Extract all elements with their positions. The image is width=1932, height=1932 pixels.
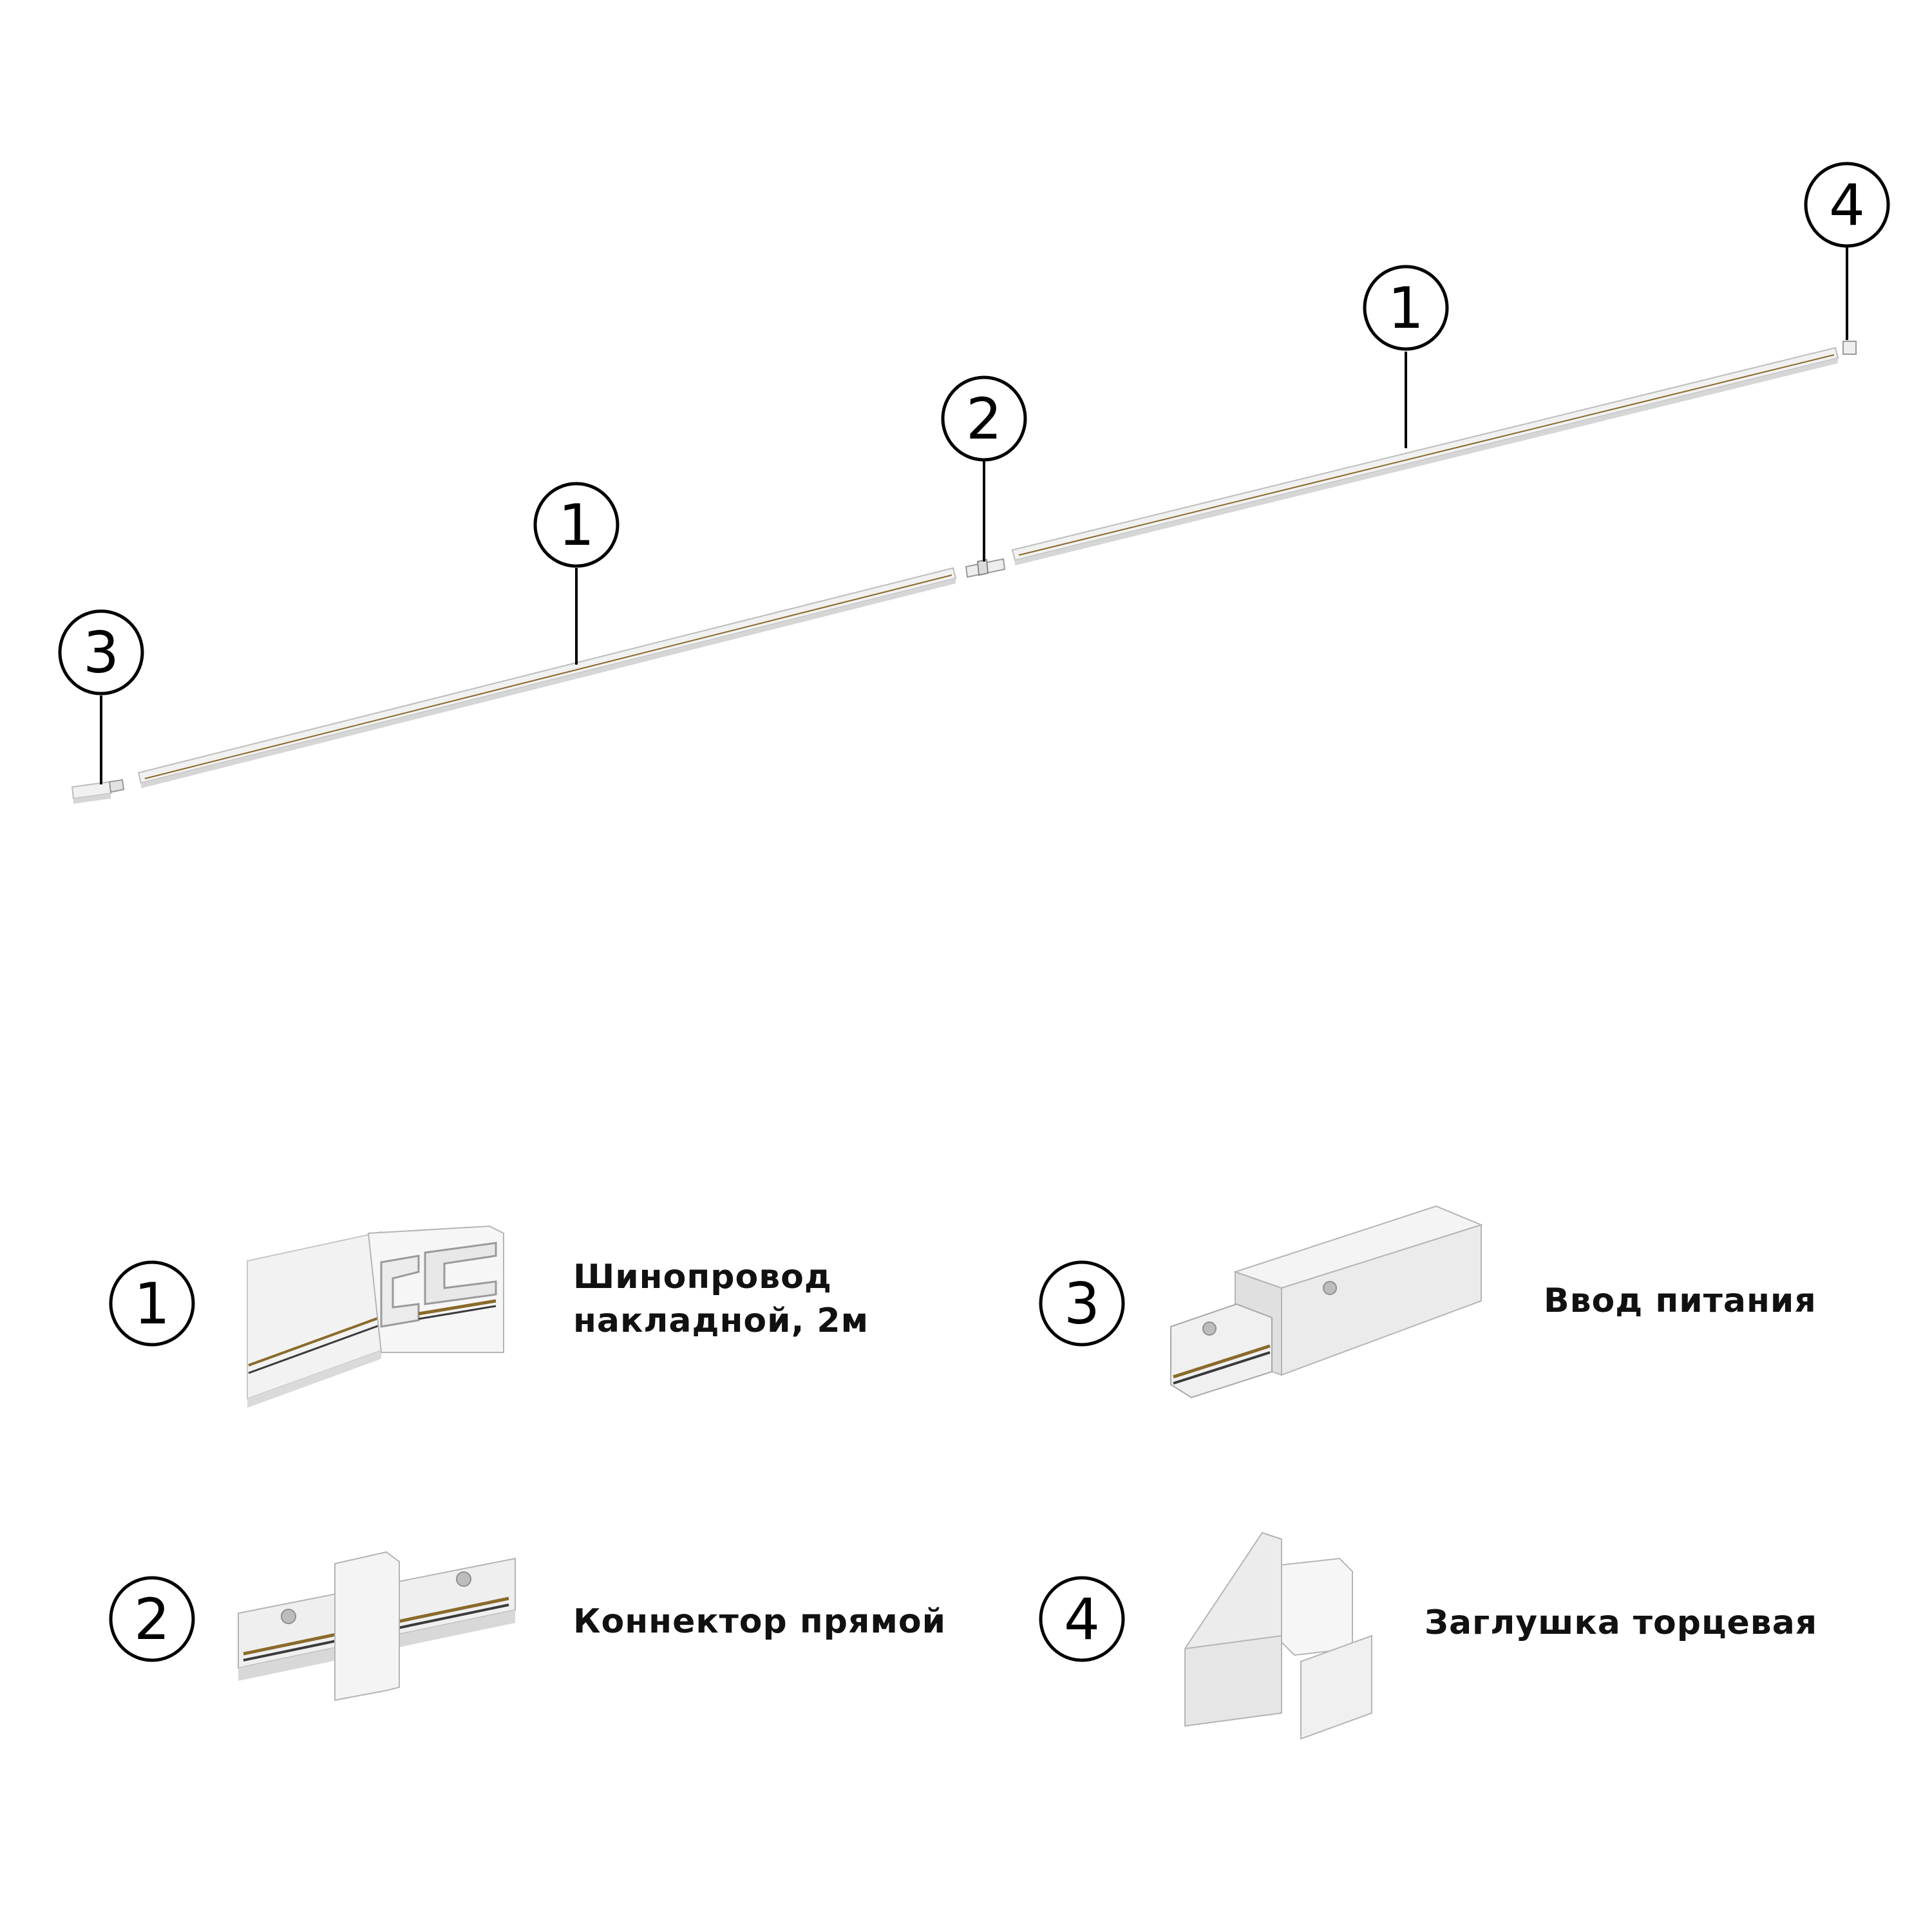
legend-4-number: 4	[1064, 1586, 1100, 1653]
callout-3-number: 3	[83, 620, 119, 686]
legend-item-2: 2	[109, 1551, 516, 1701]
rail-section-image	[247, 1225, 504, 1408]
legend-1-number: 1	[134, 1271, 170, 1337]
legend-item-4: 4	[1039, 1531, 1372, 1740]
callout-1-right-number: 1	[1388, 275, 1424, 341]
legend-item-1: 1	[109, 1225, 504, 1408]
power-feed-image	[1170, 1205, 1483, 1399]
assembly-end-cap	[1842, 341, 1857, 355]
legend-1-label: Шинопровод накладной, 2м	[573, 1256, 869, 1343]
assembly-rail-left	[137, 567, 957, 788]
assembly-connector	[965, 558, 1006, 578]
legend-4-label-line1: Заглушка торцевая	[1425, 1604, 1818, 1642]
legend-3-label: Ввод питания	[1544, 1280, 1817, 1323]
legend-2-number: 2	[134, 1586, 170, 1653]
callout-2: 2	[941, 375, 1027, 462]
callout-1-right: 1	[1363, 265, 1449, 351]
end-cap-image	[1184, 1531, 1372, 1740]
assembly-rail-right	[1011, 346, 1839, 565]
legend-item-3: 3	[1039, 1205, 1483, 1399]
callout-1-left-number: 1	[558, 492, 594, 558]
callout-4-number: 4	[1829, 172, 1865, 238]
callout-1-left: 1	[533, 482, 620, 568]
legend-2-label-line1: Коннектор прямой	[573, 1602, 947, 1641]
connector-image	[238, 1551, 516, 1701]
legend-1-label-line1: Шинопровод	[573, 1258, 832, 1296]
legend-1-label-line2: накладной, 2м	[573, 1301, 869, 1340]
legend-3-number: 3	[1064, 1271, 1100, 1337]
legend-2-label: Коннектор прямой	[573, 1600, 946, 1644]
callout-4: 4	[1804, 162, 1890, 248]
callout-3: 3	[58, 609, 144, 696]
assembly-power-feed	[71, 779, 125, 804]
legend-3-label-line1: Ввод питания	[1544, 1282, 1817, 1320]
legend-4-label: Заглушка торцевая	[1425, 1602, 1817, 1645]
callout-2-number: 2	[966, 386, 1002, 452]
